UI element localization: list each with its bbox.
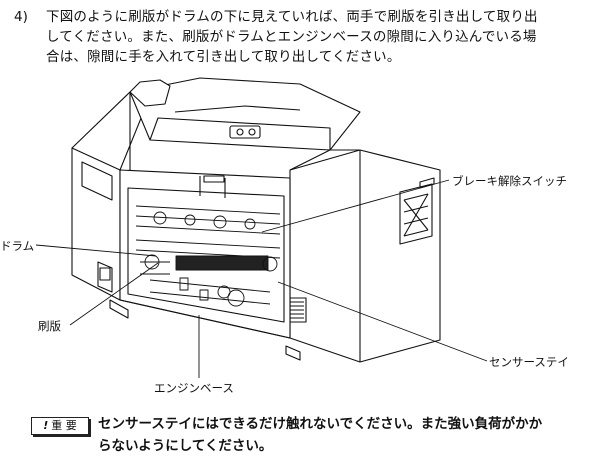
important-badge: !重 要	[31, 417, 89, 435]
machine-base	[109, 299, 301, 361]
note-line-1: センサーステイにはできるだけ触れないでください。また強い負荷がかか	[98, 416, 543, 432]
label-sensor-stay: センサーステイ	[489, 355, 569, 369]
internal-mechanism	[135, 205, 281, 307]
instruction-line-2: してください。また、刷版がドラムとエンジンベースの隙間に入り込んでいる場	[46, 29, 537, 45]
note-line-2: らないようにしてください。	[98, 438, 273, 454]
label-engine-base: エンジンベース	[154, 381, 234, 395]
step-number: 4)	[14, 9, 28, 25]
right-cabinet	[287, 149, 441, 363]
instruction-line-3: 合は、隙間に手を入れて引き出して取り出してください。	[46, 49, 401, 65]
important-badge-label: 重 要	[51, 419, 77, 432]
label-plate: 刷版	[38, 319, 61, 333]
label-drum: ドラム	[0, 239, 35, 253]
label-brake-release-switch: ブレーキ解除スイッチ	[452, 174, 567, 188]
exclamation-icon: !	[43, 419, 49, 432]
instruction-line-1: 下図のように刷版がドラムの下に見えていれば、両手で刷版を引き出して取り出	[46, 9, 538, 25]
top-hood	[129, 77, 361, 151]
callout-leaders	[35, 179, 488, 378]
